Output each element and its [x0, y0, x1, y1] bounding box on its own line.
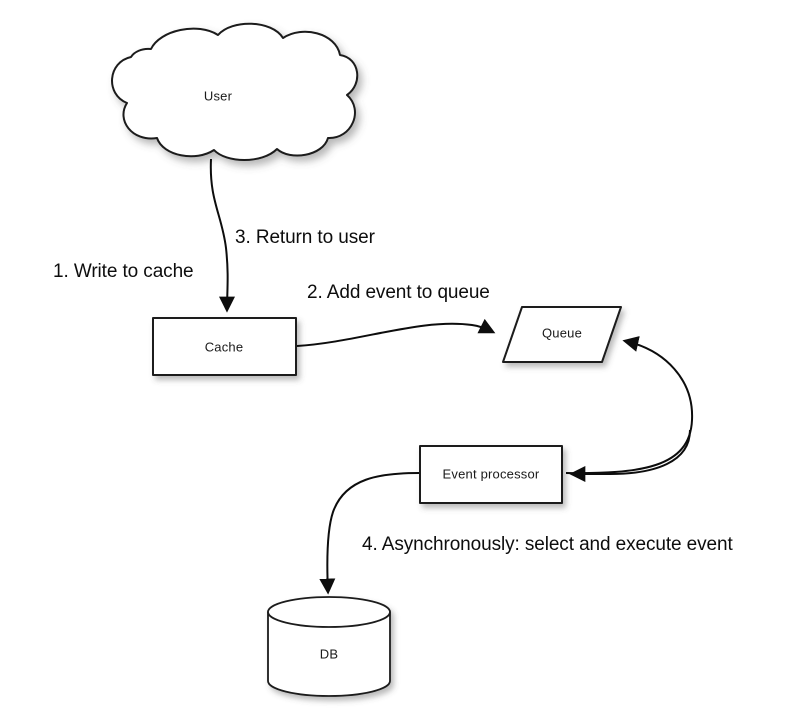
node-event-processor[interactable]: Event processor: [419, 445, 563, 504]
node-cache-label: Cache: [205, 339, 244, 354]
node-user[interactable]: User: [111, 22, 359, 161]
edge-label-step-2: 2. Add event to queue: [307, 282, 490, 303]
edge-label-step-4: 4. Asynchronously: select and execute ev…: [362, 534, 733, 555]
edge-user-to-cache: [209, 158, 236, 313]
edge-processor-to-queue: [565, 336, 694, 475]
edge-label-step-1: 1. Write to cache: [53, 261, 194, 282]
edge-label-step-3: 3. Return to user: [235, 227, 376, 248]
edge-cache-to-queue: [296, 318, 496, 347]
edge-processor-to-db: [319, 472, 420, 595]
edge-queue-to-processor: [569, 429, 691, 482]
node-user-label: User: [204, 88, 233, 103]
node-db[interactable]: DB: [267, 596, 391, 697]
node-event-processor-label: Event processor: [443, 466, 540, 481]
node-queue-label: Queue: [542, 325, 582, 340]
node-cache[interactable]: Cache: [152, 317, 297, 376]
node-db-label: DB: [320, 646, 338, 661]
node-queue[interactable]: Queue: [502, 306, 622, 363]
